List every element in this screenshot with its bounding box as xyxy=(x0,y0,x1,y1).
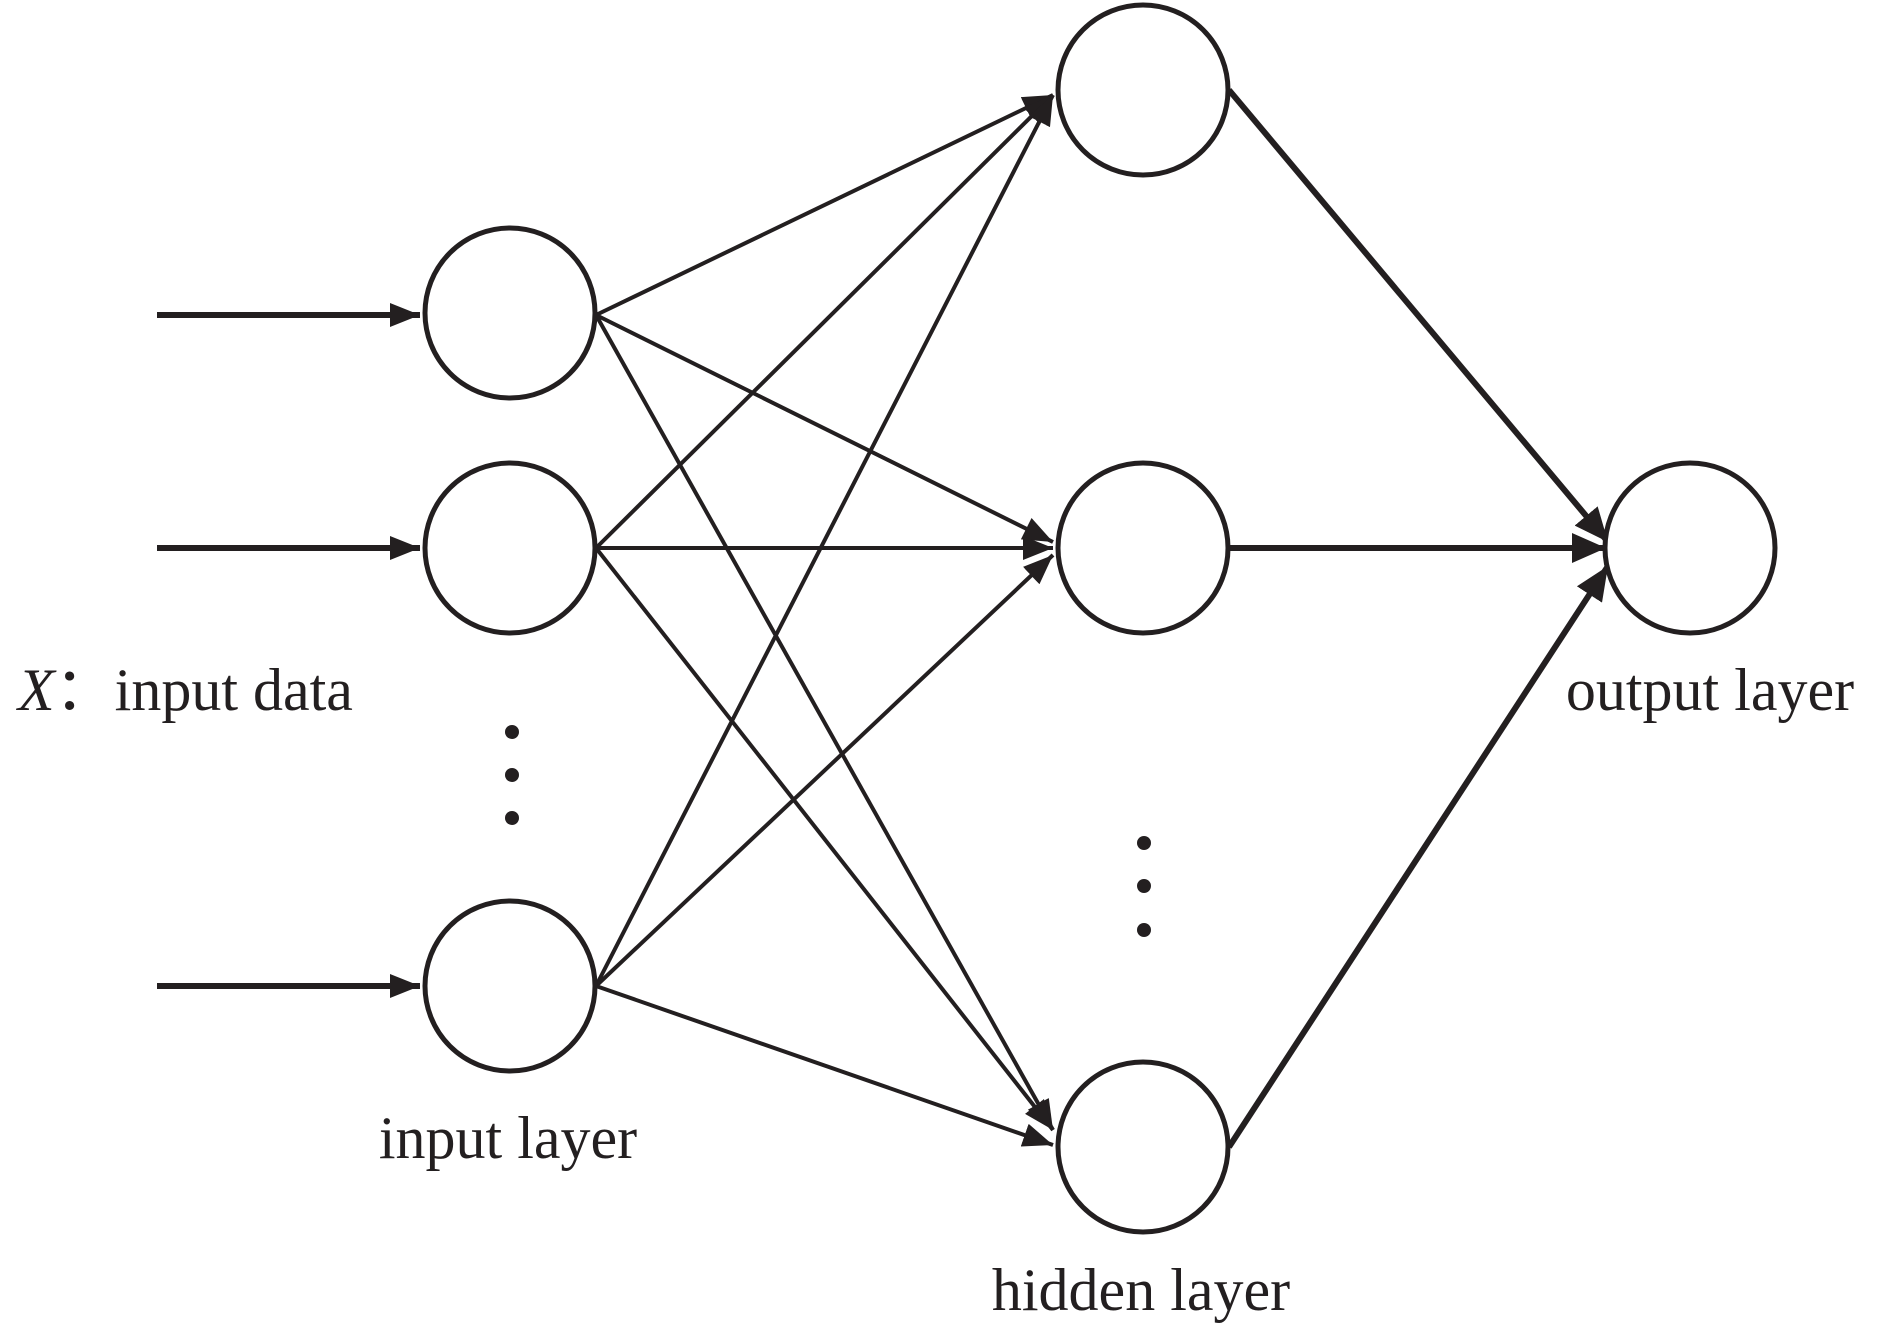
input-arrows xyxy=(157,303,420,998)
connection-edge xyxy=(595,93,1054,317)
ellipsis-dot xyxy=(1137,879,1151,893)
input-node-1 xyxy=(422,225,598,401)
ellipsis-dot xyxy=(505,725,519,739)
x-separator: ： xyxy=(55,657,115,723)
input-node-2 xyxy=(422,460,598,636)
input-ellipsis xyxy=(505,725,519,825)
connection-edge xyxy=(595,313,1054,544)
ellipsis-dot xyxy=(1137,836,1151,850)
connection-edge xyxy=(594,553,1055,988)
ellipsis-dot xyxy=(505,768,519,782)
output-node xyxy=(1602,460,1778,636)
input-layer-nodes xyxy=(422,225,598,1074)
hidden-node-2 xyxy=(1055,460,1231,636)
connection-edge xyxy=(594,314,1055,1131)
input-hidden-connections xyxy=(594,93,1055,1147)
output-layer-nodes xyxy=(1602,460,1778,636)
hidden-output-connections xyxy=(1226,88,1611,1149)
connection-edge xyxy=(1226,564,1611,1149)
ellipsis-dot xyxy=(505,811,519,825)
hidden-layer-nodes xyxy=(1055,2,1231,1235)
hidden-layer-label: hidden layer xyxy=(992,1257,1290,1323)
input-data-label: X：input data xyxy=(16,657,353,723)
hidden-node-1 xyxy=(1055,2,1231,178)
hidden-ellipsis xyxy=(1137,836,1151,937)
input-layer-label: input layer xyxy=(379,1105,637,1171)
connection-edge xyxy=(594,94,1055,987)
x-variable: X xyxy=(16,657,57,723)
hidden-node-n xyxy=(1055,1059,1231,1235)
connection-edge xyxy=(594,546,1055,1132)
connection-edge xyxy=(1226,88,1611,544)
connection-edge xyxy=(594,93,1055,550)
connection-edge xyxy=(595,984,1054,1147)
ellipsis-dot xyxy=(1137,923,1151,937)
output-layer-label: output layer xyxy=(1566,657,1854,723)
input-data-text: input data xyxy=(115,657,353,723)
input-node-n xyxy=(422,898,598,1074)
